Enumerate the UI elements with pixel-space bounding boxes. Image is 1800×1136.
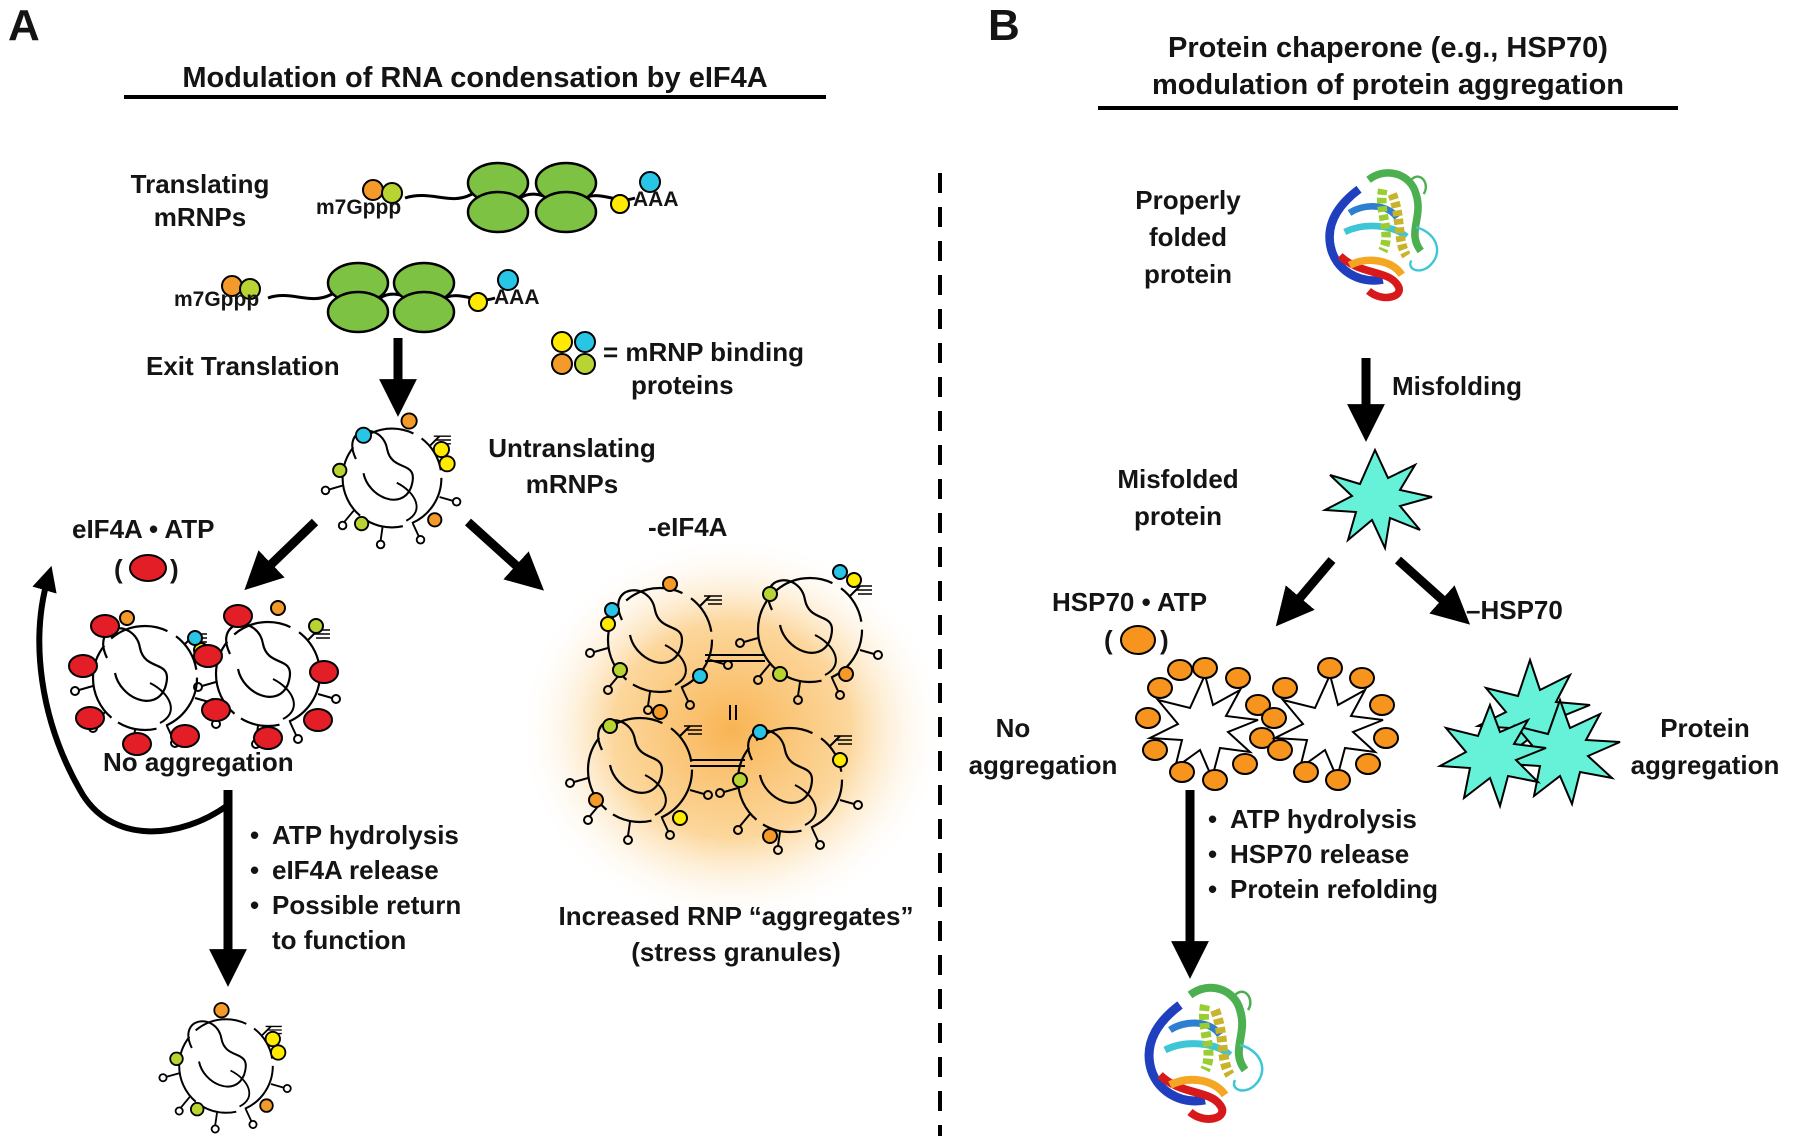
step-item: •HSP70 release (1208, 839, 1410, 869)
panel-b-steps: •ATP hydrolysis •HSP70 release •Protein … (1208, 802, 1438, 907)
misfolded-protein-star (1321, 447, 1433, 552)
polya-label-bottom: AAA (494, 286, 540, 309)
no-aggregation-label-b: No aggregation (968, 713, 1118, 780)
protein-aggregation-label: Protein aggregation (1630, 713, 1780, 780)
panel-a-letter: A (8, 1, 40, 50)
hsp70-symbol (1120, 625, 1156, 655)
exit-translation-label: Exit Translation (146, 351, 340, 381)
panel-a-steps: •ATP hydrolysis •eIF4A release •Possible… (250, 818, 461, 958)
minus-hsp70-label: –HSP70 (1466, 595, 1563, 625)
arrow-to-aggregation (1394, 556, 1471, 625)
step-item: •ATP hydrolysis (250, 820, 459, 850)
legend-label: = mRNP binding proteins (603, 337, 805, 400)
untranslating-mrnps-label: Untranslating mRNPs (488, 433, 656, 499)
aggregated-proteins (1436, 656, 1621, 810)
arrow-to-no-aggregation (244, 518, 319, 591)
stress-granule (517, 535, 947, 925)
hsp70-bound-left (1135, 657, 1275, 791)
mrnp-eif4a-bound-left (68, 610, 219, 756)
eif4a-paren-open: ( (114, 554, 123, 584)
eif4a-paren-close: ) (170, 554, 179, 584)
folded-protein (1330, 173, 1438, 298)
misfolded-protein-label: Misfolded protein (1117, 464, 1239, 531)
no-aggregation-label-a: No aggregation (103, 747, 294, 777)
polya-label-top: AAA (633, 188, 679, 211)
step-item: •eIF4A release (250, 855, 439, 885)
minus-eif4a-label: -eIF4A (648, 512, 728, 542)
refolded-protein (1149, 988, 1262, 1119)
recycle-arrow (32, 565, 230, 835)
mrnp-eif4a-bound-right (192, 600, 342, 750)
panel-a-title: Modulation of RNA condensation by eIF4A (182, 62, 768, 94)
panel-b-letter: B (988, 1, 1020, 50)
cap-label-top: m7Gppp (316, 196, 402, 219)
translating-mrna-bottom (221, 261, 519, 334)
hsp70-bound-right (1261, 657, 1399, 791)
legend-binding-proteins (551, 331, 596, 375)
hsp70-atp-label: HSP70 • ATP (1052, 587, 1208, 617)
translating-mrna-top (362, 161, 661, 234)
misfolding-label: Misfolding (1392, 371, 1522, 401)
folded-protein-label: Properly folded protein (1135, 185, 1241, 289)
step-item: •Protein refolding (1208, 874, 1438, 904)
hsp70-paren-close: ) (1160, 625, 1169, 655)
aggregates-label: Increased RNP “aggregates” (stress granu… (558, 901, 914, 967)
arrow-to-hsp70 (1275, 557, 1336, 627)
untranslating-mrnp (320, 412, 462, 550)
eif4a-symbol (129, 554, 167, 582)
translating-mrnps-label: Translating mRNPs (130, 169, 270, 232)
step-item: •Possible return (250, 890, 462, 920)
step-item: •ATP hydrolysis (1208, 804, 1417, 834)
arrow-to-aggregates (464, 518, 545, 591)
eif4a-atp-label: eIF4A • ATP (72, 514, 215, 544)
step-item: to function (272, 925, 407, 955)
cap-label-bottom: m7Gppp (174, 288, 260, 311)
hsp70-paren-open: ( (1104, 625, 1113, 655)
returned-mrnp (158, 1002, 292, 1134)
panel-b-title: Protein chaperone (e.g., HSP70) modulati… (1151, 32, 1625, 101)
